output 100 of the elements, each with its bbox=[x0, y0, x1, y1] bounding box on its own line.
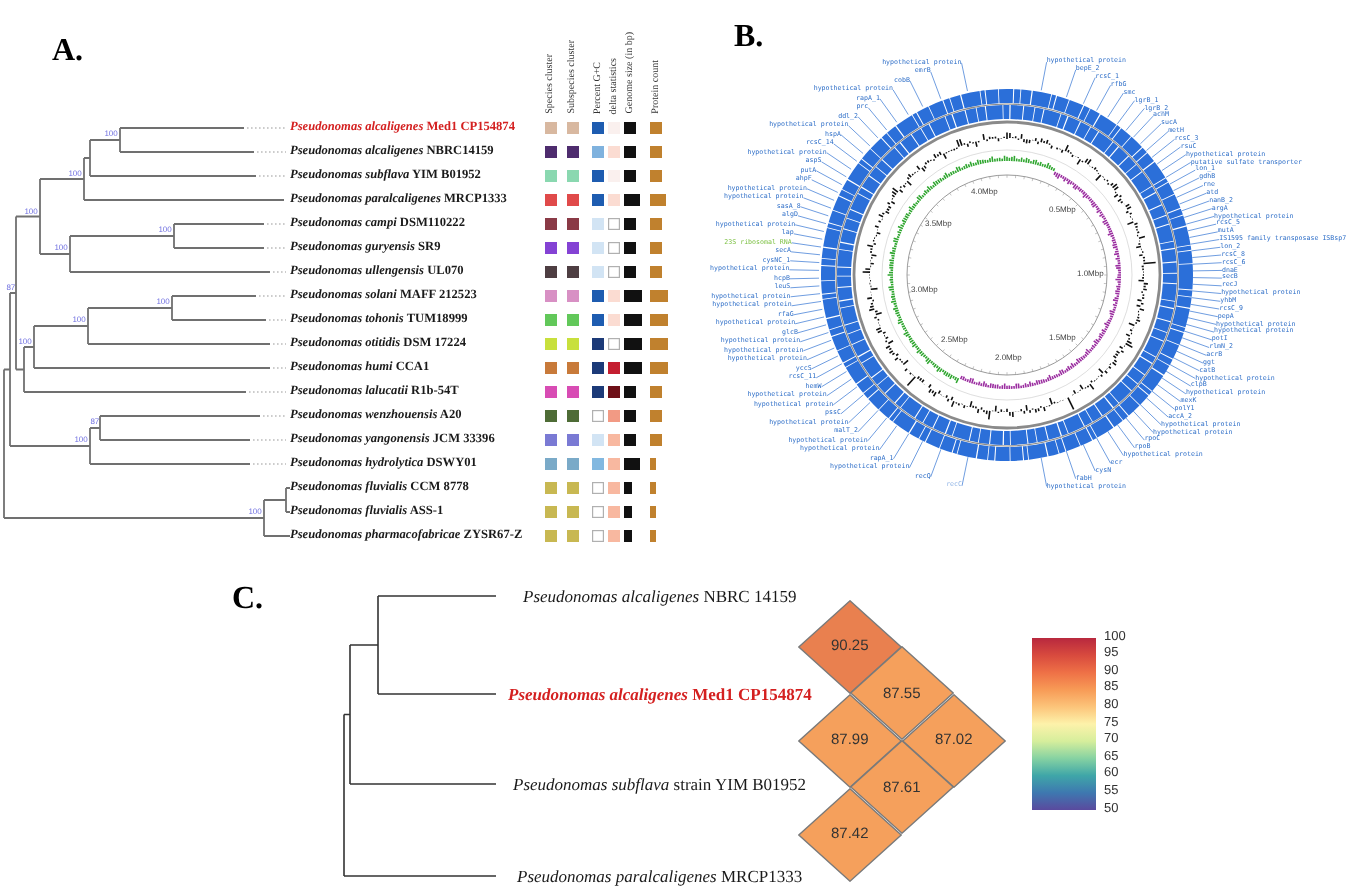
leader-line bbox=[1040, 61, 1047, 91]
leader-line bbox=[1145, 397, 1169, 418]
leader-line bbox=[848, 125, 871, 147]
leader-line bbox=[797, 324, 827, 334]
leader-line bbox=[791, 242, 822, 248]
leader-line bbox=[1107, 92, 1124, 118]
leader-line bbox=[1116, 423, 1135, 449]
leader-line bbox=[1151, 138, 1175, 158]
leader-line bbox=[1185, 323, 1215, 333]
leader-line bbox=[930, 448, 942, 478]
leader-line bbox=[892, 89, 909, 115]
leader-line bbox=[1172, 357, 1200, 372]
leader-line bbox=[1187, 317, 1217, 325]
leader-line bbox=[840, 134, 864, 154]
leader-line bbox=[1188, 310, 1219, 318]
leader-line bbox=[1191, 254, 1222, 258]
leader-line bbox=[1096, 437, 1111, 464]
leader-line bbox=[803, 197, 832, 209]
leader-line bbox=[857, 116, 879, 139]
leader-line bbox=[1190, 239, 1220, 245]
leader-line bbox=[793, 308, 823, 316]
leader-line bbox=[789, 260, 820, 263]
leader-line bbox=[1169, 169, 1196, 185]
leader-line bbox=[832, 386, 858, 406]
leader-line bbox=[1181, 200, 1210, 212]
leader-line bbox=[833, 143, 858, 162]
leader-line bbox=[1176, 350, 1204, 364]
leader-line bbox=[789, 269, 820, 271]
leader-line bbox=[1190, 303, 1220, 310]
leader-line bbox=[806, 347, 835, 361]
leader-line bbox=[791, 301, 822, 307]
leader-line bbox=[803, 339, 832, 352]
leader-line bbox=[1107, 430, 1124, 456]
leader-line bbox=[1125, 417, 1145, 441]
leader-line bbox=[1179, 192, 1207, 205]
leader-line bbox=[789, 277, 820, 280]
leader-line bbox=[848, 402, 871, 424]
leader-line bbox=[800, 206, 829, 217]
leader-line bbox=[1133, 115, 1154, 138]
leader-line bbox=[1187, 223, 1217, 232]
leader-line bbox=[1176, 185, 1204, 198]
leader-line bbox=[1132, 410, 1154, 433]
leader-line bbox=[909, 440, 923, 469]
leader-line bbox=[1156, 146, 1181, 165]
leader-line bbox=[1178, 343, 1207, 356]
leader-line bbox=[1165, 370, 1192, 387]
leader-line bbox=[1161, 154, 1187, 172]
panel-label: C. bbox=[232, 584, 264, 616]
leader-line bbox=[879, 98, 898, 123]
leader-line bbox=[806, 188, 835, 201]
leader-line bbox=[1096, 84, 1111, 111]
species-name: Pseudonomas alcaligenes Med1 CP154874 bbox=[508, 685, 812, 702]
leader-line bbox=[1082, 443, 1096, 472]
leader-line bbox=[893, 433, 910, 460]
leader-line bbox=[815, 363, 843, 379]
leader-line bbox=[879, 425, 898, 451]
leader-line bbox=[790, 293, 821, 298]
leader-line bbox=[1192, 283, 1223, 287]
species-name: Pseudonomas paralcaligenes MRCP1333 bbox=[517, 867, 803, 884]
leader-line bbox=[1191, 290, 1222, 294]
leader-line bbox=[1139, 403, 1162, 426]
leader-line bbox=[857, 410, 879, 433]
leader-line bbox=[867, 107, 888, 131]
leader-line bbox=[811, 179, 839, 193]
leader-line bbox=[1192, 270, 1223, 272]
leader-line bbox=[867, 417, 888, 442]
leader-line bbox=[1183, 330, 1213, 341]
leader-line bbox=[815, 170, 843, 186]
leader-line bbox=[961, 62, 968, 92]
leader-line bbox=[1173, 177, 1200, 192]
leader-line bbox=[909, 80, 924, 107]
leader-line bbox=[961, 456, 969, 487]
leader-line bbox=[1117, 100, 1135, 125]
leader-line bbox=[1151, 390, 1175, 410]
leader-line bbox=[821, 161, 847, 178]
leader-line bbox=[789, 285, 820, 289]
species-name: Pseudonomas subflava strain YIM B01952 bbox=[513, 775, 807, 792]
leader-line bbox=[1065, 450, 1077, 480]
panel-label: B. bbox=[734, 22, 764, 54]
leader-line bbox=[1146, 131, 1169, 151]
leader-line bbox=[1183, 208, 1213, 218]
leader-line bbox=[794, 316, 825, 325]
species-name: Pseudonomas alcaligenes NBRC 14159 bbox=[523, 587, 797, 604]
leader-line bbox=[1185, 216, 1215, 225]
leader-line bbox=[1191, 246, 1221, 252]
leader-line bbox=[1139, 123, 1162, 145]
leader-line bbox=[1125, 108, 1145, 131]
leader-line bbox=[1189, 231, 1219, 238]
leader-line bbox=[840, 394, 864, 415]
leader-line bbox=[1066, 69, 1077, 98]
leader-line bbox=[1156, 383, 1181, 402]
leader-line bbox=[794, 224, 825, 232]
leader-line bbox=[821, 371, 847, 388]
leader-line bbox=[790, 251, 821, 256]
leader-line bbox=[826, 378, 852, 397]
leader-line bbox=[826, 152, 852, 170]
leader-line bbox=[797, 215, 827, 224]
leader-line bbox=[799, 332, 829, 343]
leader-line bbox=[1082, 77, 1096, 105]
leader-line bbox=[1165, 162, 1192, 178]
